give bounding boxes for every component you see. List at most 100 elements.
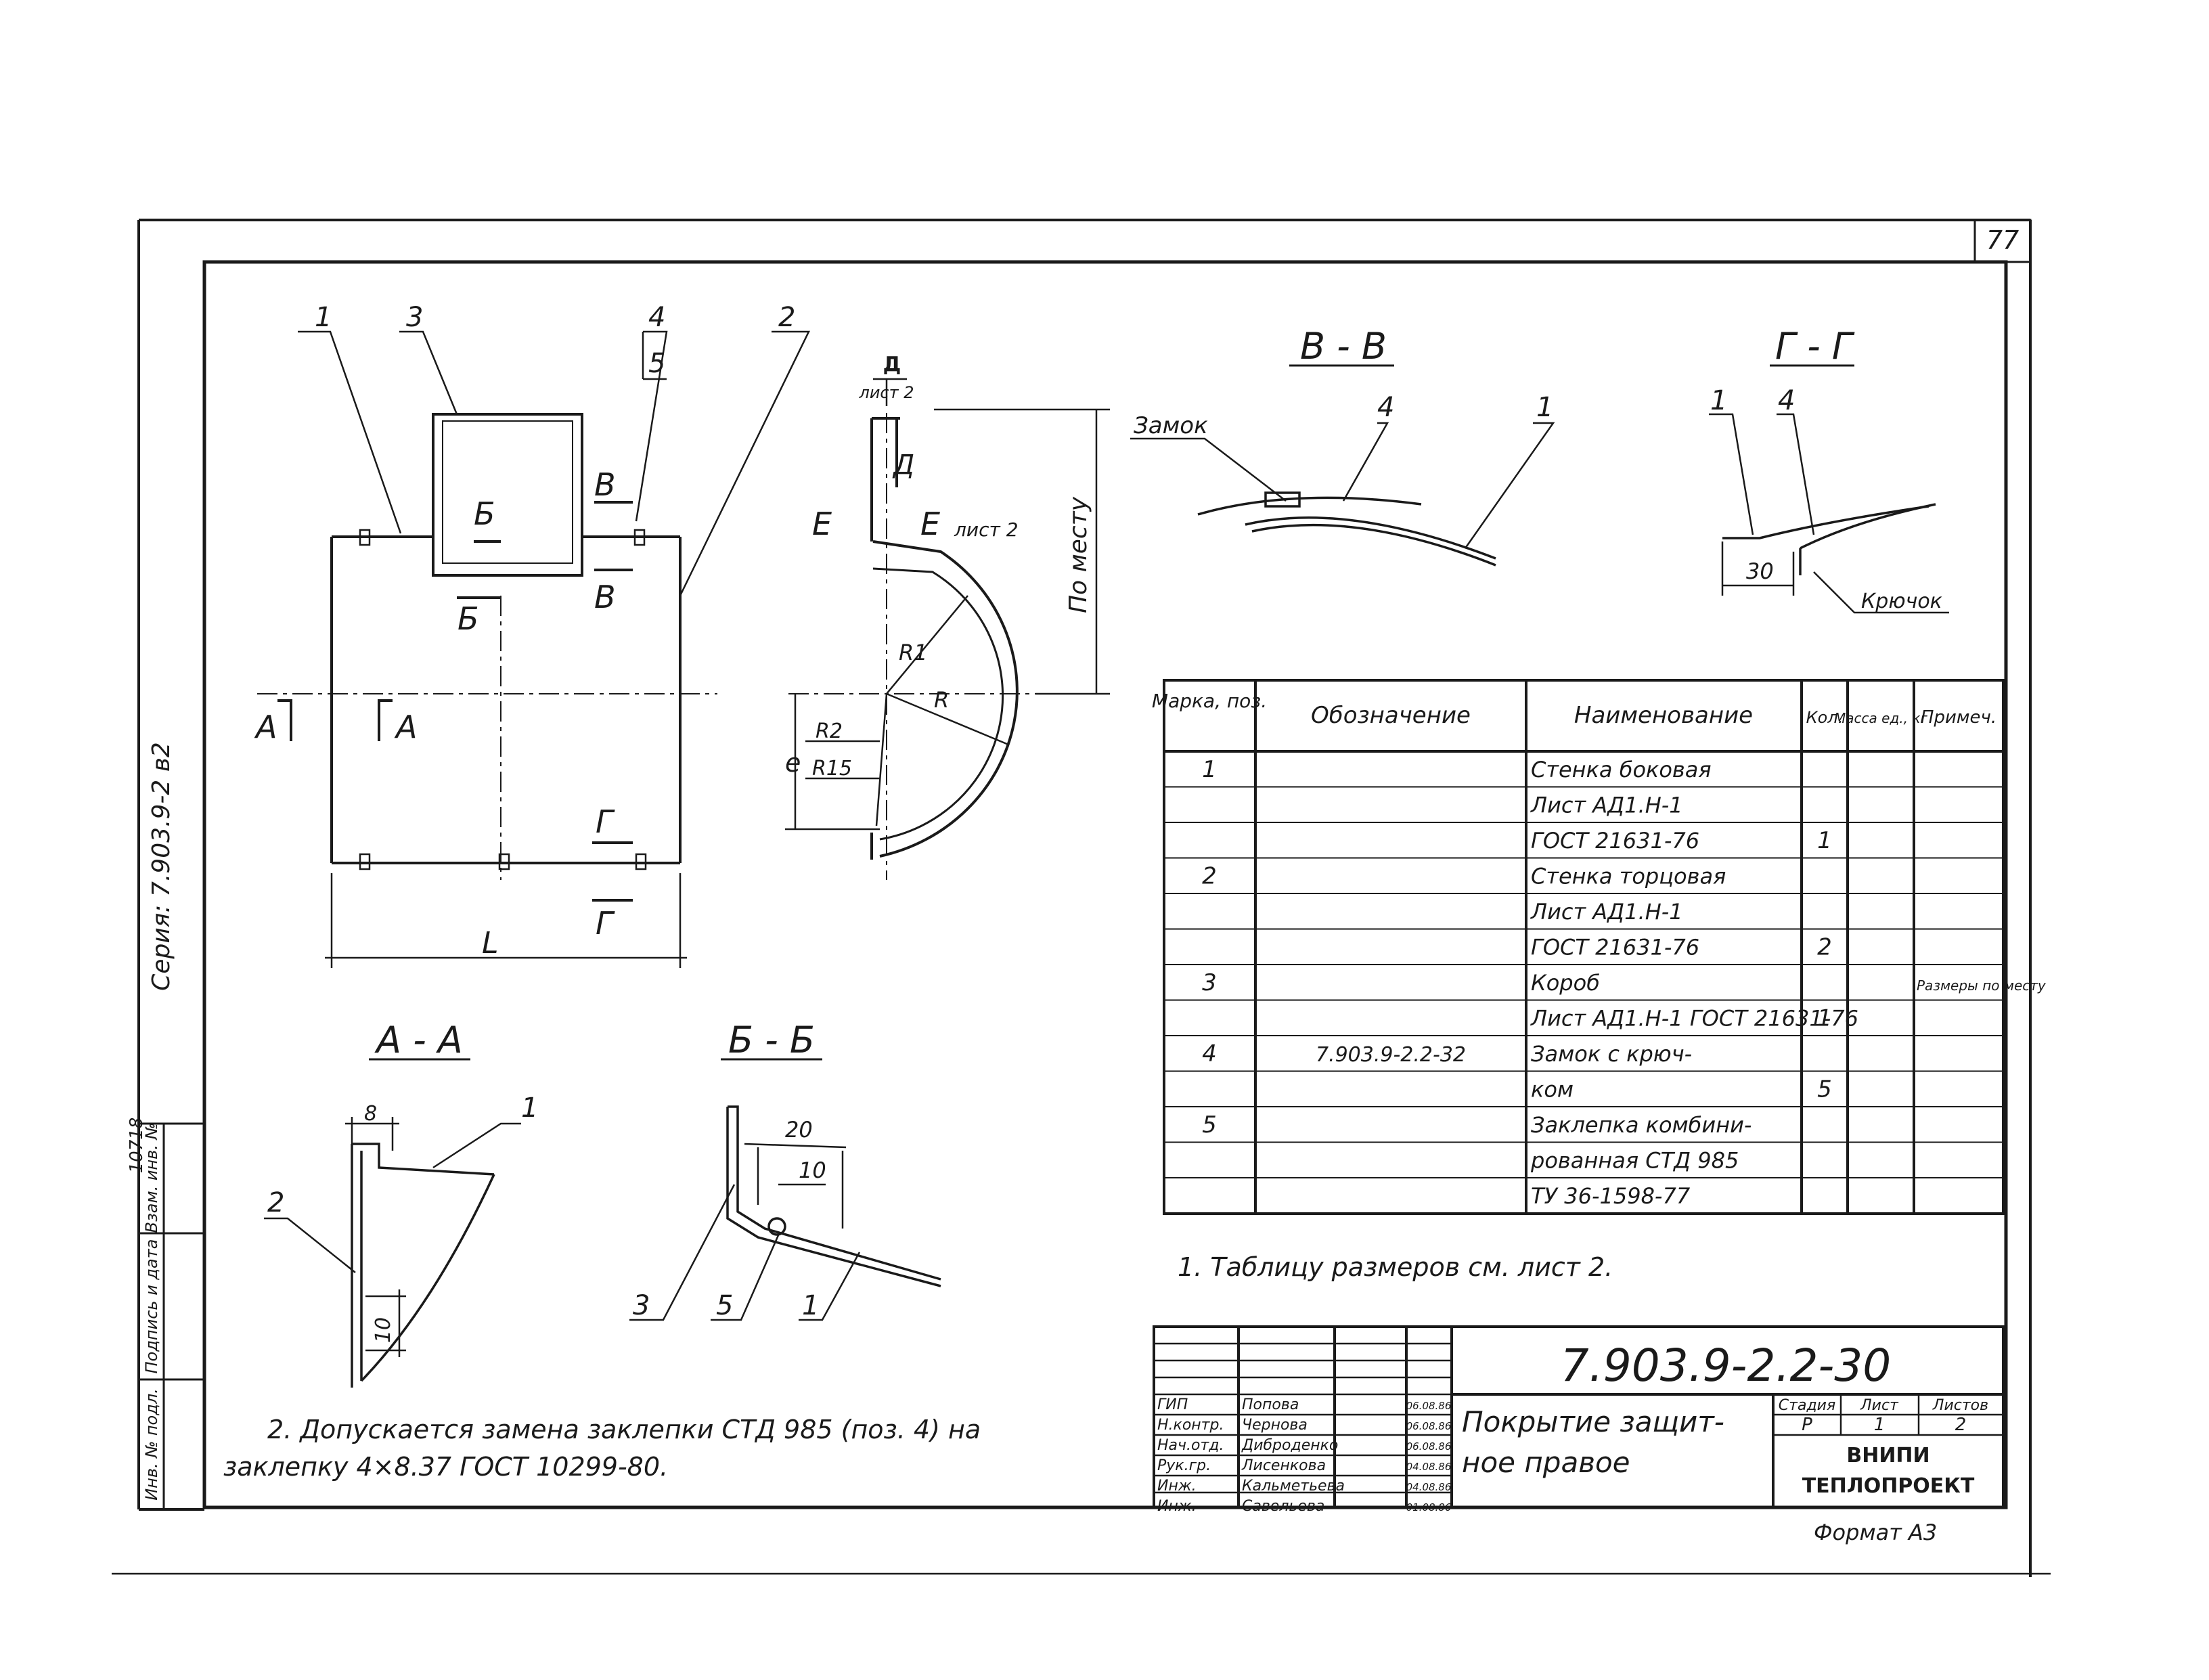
dim-R1: R1	[899, 640, 928, 665]
tb-sheet: 1	[1874, 1415, 1886, 1435]
section-BB-pos3: 3	[633, 1290, 650, 1321]
section-GG-title: Г - Г	[1775, 325, 1855, 368]
stamp-inv-number: 10718	[127, 1118, 147, 1174]
title-designation: 7.903.9-2.2-30	[1561, 1340, 1892, 1392]
pos-label-3: 3	[406, 302, 423, 333]
spec-header-name: Наименование	[1574, 702, 1753, 729]
spec-cell: 1	[1202, 756, 1217, 783]
spec-cell: 2	[1202, 863, 1217, 890]
dim-R: R	[934, 687, 949, 713]
tb-sheets: 2	[1955, 1415, 1967, 1435]
stamp-cell-inv: Инв. № подл.	[142, 1388, 161, 1501]
spec-cell: Замок с крюч-	[1531, 1041, 1692, 1067]
tb-person-name: Попова	[1242, 1396, 1299, 1413]
sec-mark-A-left: А	[254, 709, 277, 745]
title-block: 7.903.9-2.2-30 Покрытие защит- ное право…	[1153, 1325, 2005, 1515]
tb-person-date: 01.08.86	[1406, 1501, 1452, 1513]
tb-person-role: Рук.гр.	[1157, 1457, 1211, 1474]
spec-cell: ком	[1531, 1077, 1574, 1103]
spec-cell: ГОСТ 21631-76	[1531, 935, 1699, 960]
tb-person-date: 04.08.86	[1406, 1461, 1452, 1473]
tb-person-role: Н.контр.	[1157, 1417, 1224, 1434]
section-AA-pos1: 1	[521, 1092, 538, 1124]
sec-mark-V-top: В	[594, 466, 616, 503]
spec-cell: Короб	[1531, 970, 1600, 996]
section-VV-title: В - В	[1300, 325, 1387, 368]
section-GG-pos1: 1	[1710, 385, 1727, 416]
spec-header-designation: Обозначение	[1311, 702, 1471, 729]
note-1: 1. Таблицу размеров см. лист 2.	[1178, 1252, 1613, 1282]
pos-label-2: 2	[778, 302, 795, 333]
main-view: L 1 3 4 5 2 А А Б Б В В	[254, 302, 810, 968]
tb-org-line1: ВНИПИ	[1846, 1444, 1929, 1467]
side-sheet2-note: лист 2	[954, 518, 1019, 541]
tb-sheet-label: Лист	[1860, 1397, 1899, 1414]
stamp-cell-sign: Подпись и дата	[142, 1239, 161, 1374]
section-BB-dim10: 10	[799, 1157, 826, 1183]
pos-label-1: 1	[315, 302, 332, 333]
side-mark-D-sheet: лист 2	[858, 383, 914, 402]
spec-cell: ГОСТ 21631-76	[1531, 828, 1699, 854]
sec-mark-V-bottom: В	[594, 579, 616, 615]
section-VV-pos1: 1	[1536, 392, 1553, 423]
side-mark-E-right: Е	[920, 506, 940, 542]
tb-stage-label: Стадия	[1779, 1397, 1835, 1414]
section-AA-pos2: 2	[267, 1187, 284, 1218]
section-GG: Г - Г 1 4 30 Крючок	[1709, 325, 1949, 614]
spec-header-qty: Кол.	[1806, 708, 1844, 727]
section-VV-pos4: 4	[1377, 392, 1394, 423]
side-mark-D: Д	[892, 449, 914, 481]
series-label: Серия: 7.903.9-2 в2	[148, 742, 175, 991]
section-BB: Б - Б 20 10 3 5 1	[629, 1019, 941, 1321]
spec-cell: 1	[1817, 827, 1832, 854]
section-BB-pos1: 1	[802, 1290, 819, 1321]
sheet-number-box: 77	[1973, 219, 2032, 263]
spec-cell: Стенка боковая	[1531, 757, 1712, 782]
tb-person-date: 04.08.86	[1406, 1481, 1452, 1493]
title-line1: Покрытие защит-	[1462, 1405, 1724, 1438]
section-AA: А - А 8 10 1 2	[264, 1019, 538, 1388]
pos-label-4: 4	[648, 302, 665, 333]
tb-stage: Р	[1802, 1415, 1812, 1435]
dim-R15: R15	[812, 757, 852, 780]
section-GG-dim30: 30	[1746, 558, 1774, 584]
tb-person-date: 06.08.86	[1406, 1440, 1452, 1453]
tb-person-date: 06.08.86	[1406, 1400, 1452, 1412]
spec-cell: 1	[1817, 1005, 1832, 1032]
side-mark-D-top: Д	[883, 353, 901, 376]
note-2-line2: заклепку 4×8.37 ГОСТ 10299-80.	[223, 1452, 668, 1482]
section-AA-dim8: 8	[364, 1102, 377, 1126]
spec-cell: Стенка торцовая	[1531, 864, 1726, 889]
spec-cell: 7.903.9-2.2-32	[1316, 1043, 1466, 1067]
tb-person-role: Инж.	[1157, 1478, 1197, 1495]
tb-sheets-label: Листов	[1932, 1397, 1988, 1414]
tb-person-role: Нач.отд.	[1157, 1437, 1224, 1454]
title-line2: ное правое	[1462, 1446, 1630, 1479]
spec-cell: 4	[1202, 1040, 1217, 1067]
spec-cell: 3	[1202, 969, 1217, 996]
stamp-cell-zam: Взам. инв. №	[142, 1123, 161, 1233]
section-AA-dim10: 10	[372, 1317, 395, 1343]
tb-person-name: Чернова	[1242, 1417, 1308, 1434]
spec-cell: рованная СТД 985	[1530, 1148, 1739, 1174]
spec-cell: ТУ 36-1598-77	[1531, 1183, 1691, 1209]
sheet-frame	[112, 219, 2051, 1577]
dim-po-mestu: По месту	[1065, 496, 1092, 613]
note-2-line1: 2. Допускается замена заклепки СТД 985 (…	[267, 1415, 981, 1444]
tb-person-role: ГИП	[1157, 1396, 1188, 1413]
spec-cell: 5	[1817, 1076, 1832, 1103]
section-VV-zamok: Замок	[1134, 412, 1208, 439]
tb-person-name: Лисенкова	[1241, 1457, 1326, 1474]
dim-e: e	[785, 748, 801, 778]
sec-mark-B-top: Б	[474, 495, 495, 532]
spec-cell: 5	[1202, 1111, 1217, 1139]
section-AA-title: А - А	[374, 1019, 463, 1061]
section-GG-kryuchok: Крючок	[1861, 590, 1942, 613]
side-stamp: Взам. инв. № Подпись и дата Инв. № подл.…	[127, 1118, 204, 1509]
spec-table: Марка, поз. Обозначение Наименование Кол…	[1152, 679, 2047, 1215]
section-BB-pos5: 5	[716, 1290, 733, 1321]
tb-person-name: Диброденко	[1241, 1437, 1338, 1454]
tb-person-name: Кальметьева	[1242, 1478, 1345, 1495]
section-GG-pos4: 4	[1778, 385, 1795, 416]
